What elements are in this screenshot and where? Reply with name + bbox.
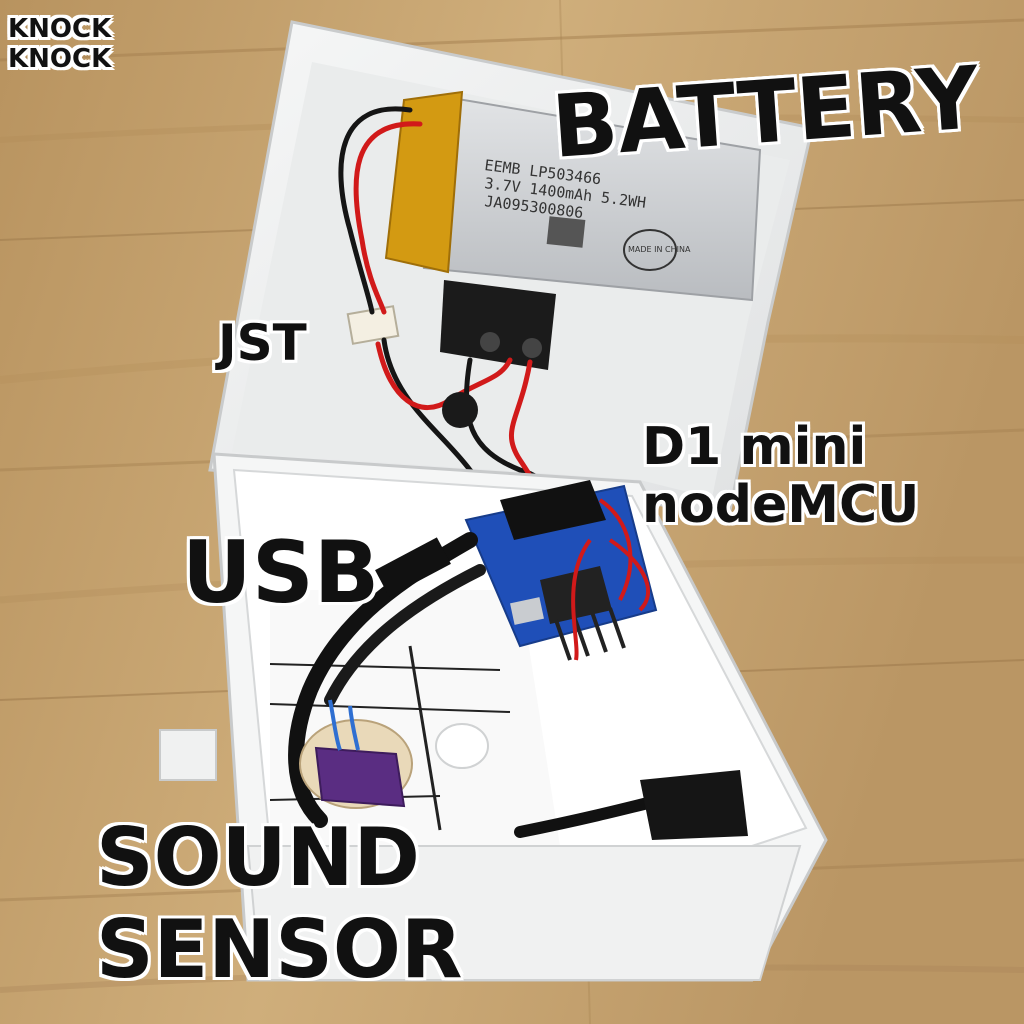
sound-sensor <box>299 699 413 809</box>
screw-terminal <box>440 280 556 370</box>
sound-label-line1: SOUND <box>96 811 420 904</box>
usb-label: USB <box>182 523 380 623</box>
d1-mini-board <box>464 480 658 661</box>
usb-cable <box>288 532 748 840</box>
sound-label-line2: SENSOR <box>96 903 463 996</box>
d1-label-line1: D1 mini <box>642 417 867 477</box>
battery-badge: MADE IN CHINA <box>628 245 691 254</box>
knock-label-line1: KNOCK <box>8 14 112 44</box>
lipo-battery: EEMB LP503466 3.7V 1400mAh 5.2WH JA09530… <box>384 90 762 302</box>
d1-label-line2: nodeMCU <box>642 475 920 535</box>
jst-label: JST <box>218 314 307 372</box>
knock-label-line2: KNOCK <box>8 44 112 74</box>
